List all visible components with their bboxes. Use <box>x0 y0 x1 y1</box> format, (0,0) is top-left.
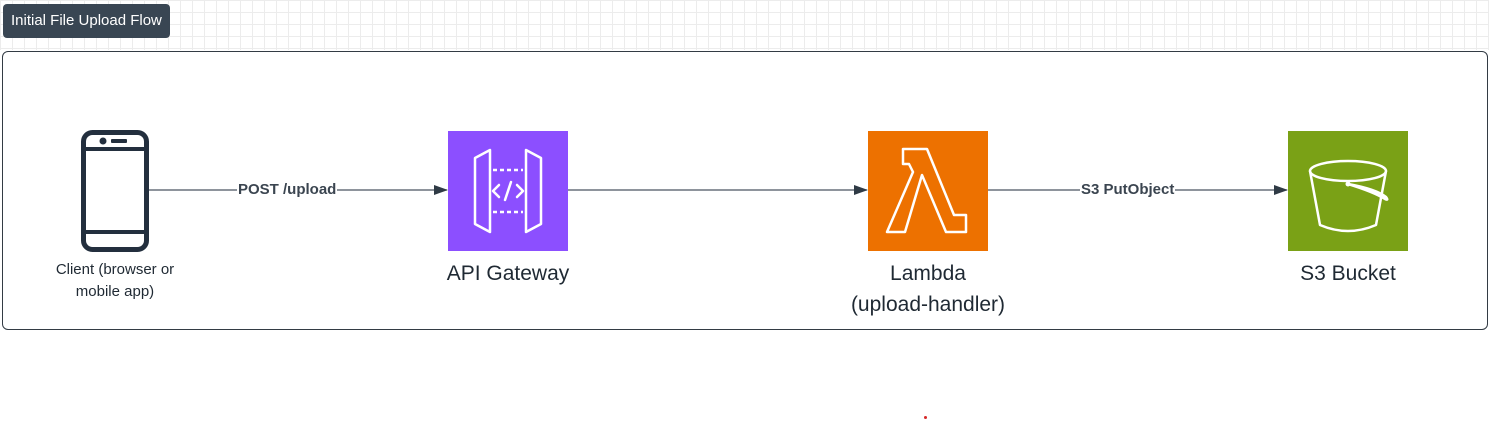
edge-label-s3-putobject: S3 PutObject <box>1080 181 1176 199</box>
s3-bucket-label: S3 Bucket <box>1300 262 1396 285</box>
canvas-grid <box>0 0 1489 50</box>
s3-bucket-icon[interactable] <box>1288 131 1408 251</box>
diagram-title: Initial File Upload Flow <box>3 4 170 38</box>
client-label: Client (browser or mobile app) <box>55 261 175 300</box>
lambda-icon[interactable] <box>868 131 988 251</box>
api-gateway-label: API Gateway <box>446 262 570 285</box>
cursor-indicator <box>924 416 927 419</box>
lambda-label-line2: (upload-handler) <box>850 293 1006 316</box>
mobile-phone-icon[interactable] <box>81 130 149 252</box>
lambda-label-line1: Lambda <box>890 262 966 285</box>
edge-label-post-upload: POST /upload <box>237 181 338 199</box>
api-gateway-icon[interactable] <box>448 131 568 251</box>
